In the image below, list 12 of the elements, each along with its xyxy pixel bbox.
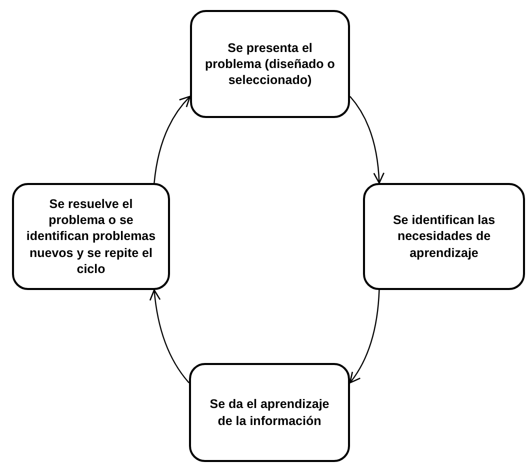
process-box	[363, 183, 525, 290]
step-text: Se presenta el problema (diseñado o seleccionado)	[204, 40, 336, 88]
curved-arrow	[150, 289, 190, 384]
step-text: Se identifican las necesidades de aprendizaje	[392, 212, 496, 261]
step-text: Se resuelve el problema o se identifican problemas nuevos y se repite el ciclo	[25, 196, 157, 278]
process-box	[190, 10, 350, 118]
curved-arrow	[349, 290, 380, 384]
step-text: Se da el aprendizaje de la información	[208, 396, 330, 429]
process-box	[189, 363, 350, 462]
curved-arrow	[350, 96, 384, 184]
process-box	[12, 183, 170, 290]
curved-arrow	[154, 96, 191, 184]
